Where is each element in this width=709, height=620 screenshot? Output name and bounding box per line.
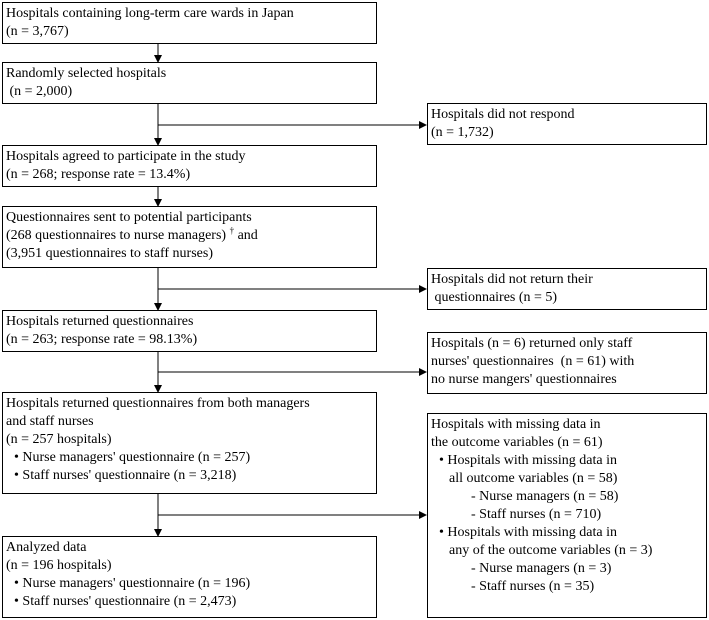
box-line: • Nurse managers' questionnaire (n = 257… <box>14 450 251 465</box>
box-line: Hospitals agreed to participate in the s… <box>6 149 246 164</box>
box-line: (n = 268; response rate = 13.4%) <box>6 167 191 182</box>
box-line: - Staff nurses (n = 35) <box>471 579 595 594</box>
box-line-part: (268 questionnaires to nurse managers) <box>6 228 230 243</box>
box-line: - Staff nurses (n = 710) <box>471 507 602 522</box>
box-questionnaires-sent: Questionnaires sent to potential partici… <box>2 206 377 268</box>
box-line: the outcome variables (n = 61) <box>431 435 603 450</box>
box-did-not-return: Hospitals did not return their questionn… <box>427 268 707 310</box>
box-line: (n = 257 hospitals) <box>6 432 112 447</box>
box-did-not-respond: Hospitals did not respond (n = 1,732) <box>427 103 707 145</box>
box-line: Hospitals returned questionnaires <box>6 314 194 329</box>
box-line: Randomly selected hospitals <box>6 66 167 81</box>
box-line: (n = 1,732) <box>431 125 494 140</box>
box-line: • Hospitals with missing data in <box>439 525 617 540</box>
box-missing-data: Hospitals with missing data in the outco… <box>427 413 707 618</box>
box-line: • Staff nurses' questionnaire (n = 3,218… <box>14 468 237 483</box>
box-line: Hospitals containing long-term care ward… <box>6 6 294 21</box>
box-line: nurses' questionnaires (n = 61) with <box>431 354 635 369</box>
box-analyzed-data: Analyzed data (n = 196 hospitals) • Nurs… <box>2 536 377 618</box>
box-line: Hospitals returned questionnaires from b… <box>6 396 310 411</box>
box-line: (n = 3,767) <box>6 24 69 39</box>
box-line: • Nurse managers' questionnaire (n = 196… <box>14 576 251 591</box>
box-line: (n = 2,000) <box>6 84 73 99</box>
box-line: (3,951 questionnaires to staff nurses) <box>6 246 213 261</box>
box-line: Hospitals did not respond <box>431 107 575 122</box>
box-line: (n = 263; response rate = 98.13%) <box>6 332 198 347</box>
box-line: Hospitals did not return their <box>431 272 593 287</box>
box-line: Hospitals with missing data in <box>431 417 601 432</box>
box-line-part: and <box>234 228 258 243</box>
box-all-hospitals: Hospitals containing long-term care ward… <box>2 2 377 44</box>
box-line: any of the outcome variables (n = 3) <box>449 543 653 558</box>
box-line: and staff nurses <box>6 414 94 429</box>
box-line: (268 questionnaires to nurse managers) †… <box>6 225 373 245</box>
box-line: - Nurse managers (n = 58) <box>471 489 619 504</box>
box-line: questionnaires (n = 5) <box>431 290 558 305</box>
dagger-mark: † <box>229 225 235 236</box>
box-line: - Nurse managers (n = 3) <box>471 561 612 576</box>
box-line: Hospitals (n = 6) returned only staff <box>431 336 633 351</box>
box-returned-both: Hospitals returned questionnaires from b… <box>2 392 377 494</box>
box-line: (n = 196 hospitals) <box>6 558 112 573</box>
box-line: Analyzed data <box>6 540 87 555</box>
box-returned-questionnaires: Hospitals returned questionnaires (n = 2… <box>2 310 377 352</box>
box-randomly-selected: Randomly selected hospitals (n = 2,000) <box>2 62 377 104</box>
box-line: all outcome variables (n = 58) <box>449 471 618 486</box>
box-line: no nurse mangers' questionnaires <box>431 372 617 387</box>
box-only-staff-nurses: Hospitals (n = 6) returned only staff nu… <box>427 332 707 394</box>
box-line: • Staff nurses' questionnaire (n = 2,473… <box>14 594 237 609</box>
box-line: • Hospitals with missing data in <box>439 453 617 468</box>
box-agreed-participate: Hospitals agreed to participate in the s… <box>2 145 377 187</box>
box-line: Questionnaires sent to potential partici… <box>6 210 252 225</box>
